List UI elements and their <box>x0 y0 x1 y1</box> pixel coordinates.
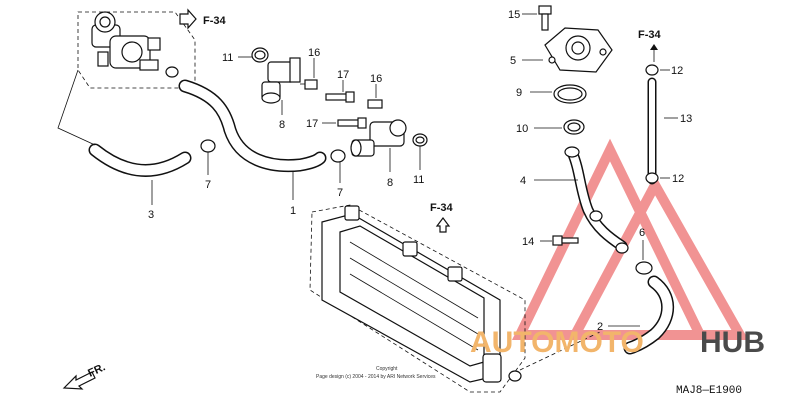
bolt-17b[interactable] <box>337 117 367 129</box>
water-joint-8a[interactable] <box>261 57 301 104</box>
callout-9[interactable]: 9 <box>516 87 522 99</box>
front-arrow-icon <box>62 371 96 390</box>
ref-f34-top[interactable]: F-34 <box>203 15 227 27</box>
thermostat-housing-assy[interactable] <box>77 11 196 89</box>
callout-12b[interactable]: 12 <box>672 173 684 185</box>
callout-7a[interactable]: 7 <box>205 179 211 191</box>
bolt-16b[interactable] <box>367 99 383 109</box>
water-pipe-4[interactable] <box>564 146 629 254</box>
callout-8b[interactable]: 8 <box>387 177 393 189</box>
watermark-text-primary: AUTOMOTO <box>470 326 644 359</box>
reference-arrow-icon <box>179 8 197 30</box>
ref-f34-right[interactable]: F-34 <box>638 29 662 41</box>
callout-14[interactable]: 14 <box>522 236 534 248</box>
radiator[interactable] <box>309 204 526 393</box>
callout-17a[interactable]: 17 <box>337 69 349 81</box>
callout-2[interactable]: 2 <box>597 321 603 333</box>
reference-arrow-up-icon <box>650 44 658 62</box>
clip-12a[interactable] <box>645 64 659 76</box>
callout-7b[interactable]: 7 <box>337 187 343 199</box>
callout-17b[interactable]: 17 <box>306 118 318 130</box>
o-ring-9[interactable] <box>553 84 587 104</box>
callout-15[interactable]: 15 <box>508 9 520 21</box>
hose-clamp-6[interactable] <box>635 261 653 275</box>
callout-16b[interactable]: 16 <box>370 73 382 85</box>
diagram-code: MAJ8—E1900 <box>676 385 742 397</box>
clip-12b[interactable] <box>645 172 659 184</box>
bolt-15[interactable] <box>538 5 552 31</box>
bolt-14[interactable] <box>552 235 579 246</box>
callout-12a[interactable]: 12 <box>671 65 683 77</box>
hose-clamp-7b[interactable] <box>330 149 346 163</box>
watermark-text-secondary: HUB <box>700 326 765 359</box>
ref-f34-mid[interactable]: F-34 <box>430 202 454 214</box>
callout-3[interactable]: 3 <box>148 209 154 221</box>
callout-10[interactable]: 10 <box>516 123 528 135</box>
reference-arrow-up-icon <box>435 217 451 233</box>
copyright-line-2: Page design (c) 2004 - 2014 by ARI Netwo… <box>316 374 436 380</box>
front-label: FR. <box>86 361 107 379</box>
o-ring-11b[interactable] <box>412 133 428 147</box>
thermostat-cover-5[interactable] <box>544 27 613 73</box>
callout-8a[interactable]: 8 <box>279 119 285 131</box>
bolt-16a[interactable] <box>300 79 318 90</box>
hose-2[interactable] <box>623 275 675 355</box>
o-ring-11a[interactable] <box>251 47 269 63</box>
callout-11b[interactable]: 11 <box>413 174 424 186</box>
water-joint-8b[interactable] <box>350 119 407 157</box>
callout-16a[interactable]: 16 <box>308 47 320 59</box>
callout-4[interactable]: 4 <box>520 175 526 187</box>
hose-clamp-7a[interactable] <box>165 66 216 153</box>
bolt-17a[interactable] <box>325 91 355 103</box>
copyright-line-1: Copyright <box>376 366 398 372</box>
callout-5[interactable]: 5 <box>510 55 516 67</box>
hose-1[interactable] <box>178 79 327 173</box>
callout-1[interactable]: 1 <box>290 205 296 217</box>
callout-13[interactable]: 13 <box>680 113 692 125</box>
callout-11a[interactable]: 11 <box>222 52 233 64</box>
gasket-10[interactable] <box>563 119 585 135</box>
hose-3[interactable] <box>88 143 192 177</box>
callout-6[interactable]: 6 <box>639 227 645 239</box>
